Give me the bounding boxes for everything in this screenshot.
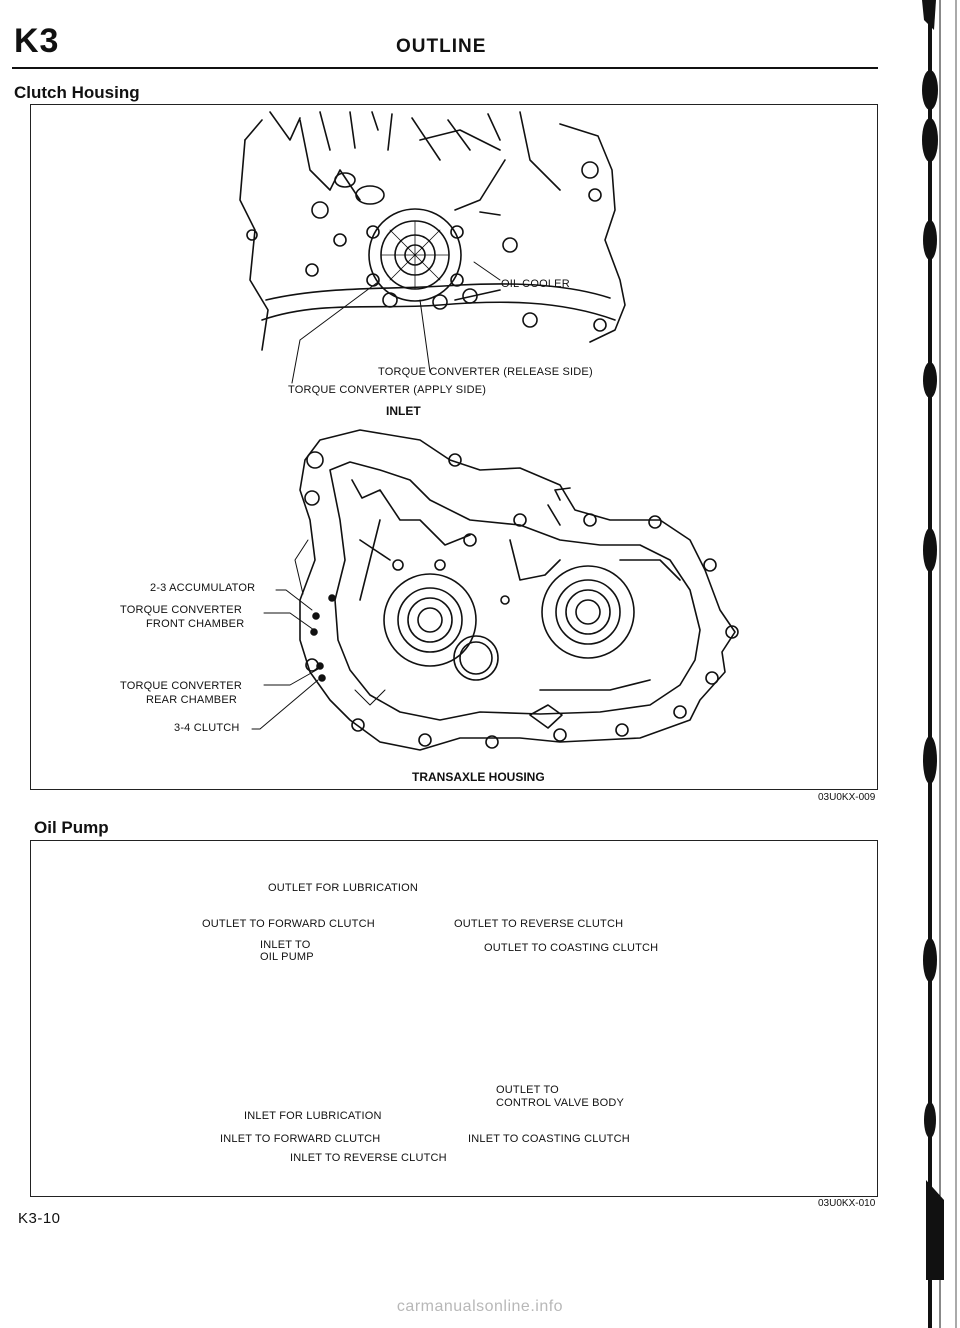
figure-code-009: 03U0KX-009 [818,792,876,803]
label-tc-rear-line2: REAR CHAMBER [146,694,238,706]
caption-inlet: INLET [386,404,421,418]
label-tc-front-line1: TORQUE CONVERTER [120,604,242,616]
binder-edge [922,0,957,1328]
label-oil-cooler: OIL COOLER [501,278,570,290]
label-tc-rear-line1: TORQUE CONVERTER [120,680,242,692]
transaxle-housing-drawing [251,429,739,751]
caption-transaxle-housing: TRANSAXLE HOUSING [412,770,545,784]
label-outlet-lubrication: OUTLET FOR LUBRICATION [268,882,419,894]
figure-code-010: 03U0KX-010 [818,1198,876,1209]
label-outlet-coasting-clutch: OUTLET TO COASTING CLUTCH [484,942,659,954]
page-number: K3-10 [18,1210,61,1227]
label-tc-apply-side: TORQUE CONVERTER (APPLY SIDE) [288,384,487,396]
label-inlet-reverse-clutch: INLET TO REVERSE CLUTCH [290,1152,447,1164]
oil-pump-title: Oil Pump [34,818,109,837]
clutch-housing-title: Clutch Housing [14,83,140,102]
label-outlet-forward-clutch: OUTLET TO FORWARD CLUTCH [202,918,375,930]
clutch-housing-figure-box [30,104,878,790]
label-outlet-reverse-clutch: OUTLET TO REVERSE CLUTCH [454,918,624,930]
clutch-housing-drawing [239,111,626,384]
label-2-3-accumulator: 2-3 ACCUMULATOR [150,582,256,594]
oil-pump-figure-box [30,840,878,1197]
section-code: K3 [14,22,60,60]
label-inlet-oil-pump-line1: INLET TO [260,939,311,951]
label-outlet-control-line1: OUTLET TO [496,1084,559,1096]
label-inlet-lubrication: INLET FOR LUBRICATION [244,1110,382,1122]
page-title: OUTLINE [396,36,487,57]
label-inlet-oil-pump-line2: OIL PUMP [260,951,314,963]
label-tc-release-side: TORQUE CONVERTER (RELEASE SIDE) [378,366,593,378]
label-3-4-clutch: 3-4 CLUTCH [174,722,240,734]
label-tc-front-line2: FRONT CHAMBER [146,618,245,630]
watermark: carmanualsonline.info [396,1298,564,1315]
label-inlet-coasting-clutch: INLET TO COASTING CLUTCH [468,1133,630,1145]
header-rule [12,67,878,69]
label-outlet-control-line2: CONTROL VALVE BODY [496,1097,625,1109]
label-inlet-forward-clutch: INLET TO FORWARD CLUTCH [220,1133,381,1145]
